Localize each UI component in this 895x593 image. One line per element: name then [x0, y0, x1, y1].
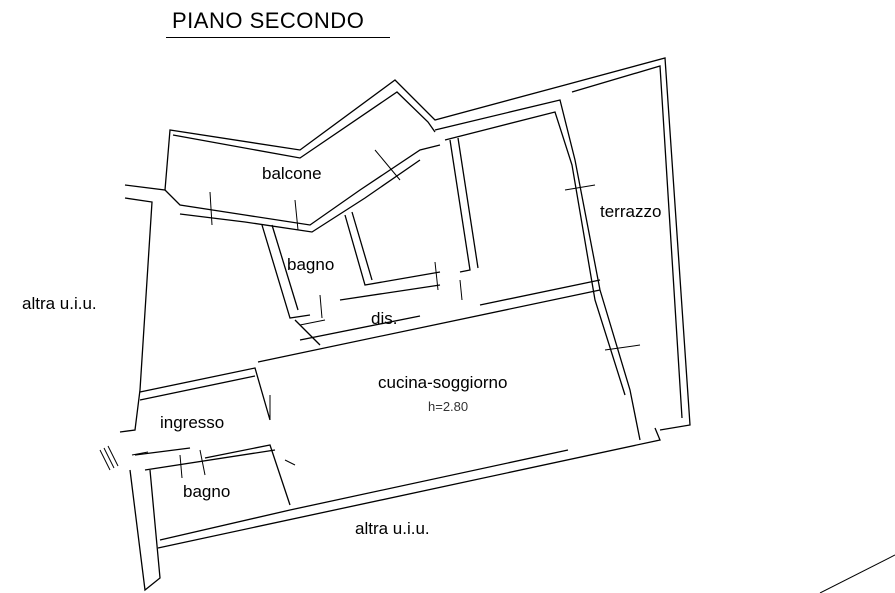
room-label-dis: dis.: [371, 309, 398, 328]
neighbor-label-left: altra u.i.u.: [22, 294, 97, 313]
balcony-walls: [164, 99, 641, 441]
title-underline: [166, 37, 390, 38]
openings: [131, 149, 895, 593]
room-label-bagno-lower: bagno: [183, 482, 231, 501]
entrance-hatch-icon: [99, 445, 119, 471]
room-height-label: h=2.80: [428, 399, 469, 414]
room-label-terrazzo: terrazzo: [600, 202, 662, 221]
room-label-ingresso: ingresso: [160, 413, 225, 432]
plan-title: PIANO SECONDO: [172, 8, 365, 33]
outer-walls: [119, 57, 691, 592]
room-label-bagno-upper: bagno: [287, 255, 335, 274]
room-label-balcone: balcone: [262, 164, 322, 183]
neighbor-label-bottom: altra u.i.u.: [355, 519, 430, 538]
interior-walls: [134, 137, 601, 506]
room-label-cucina-soggiorno: cucina-soggiorno: [378, 373, 508, 392]
